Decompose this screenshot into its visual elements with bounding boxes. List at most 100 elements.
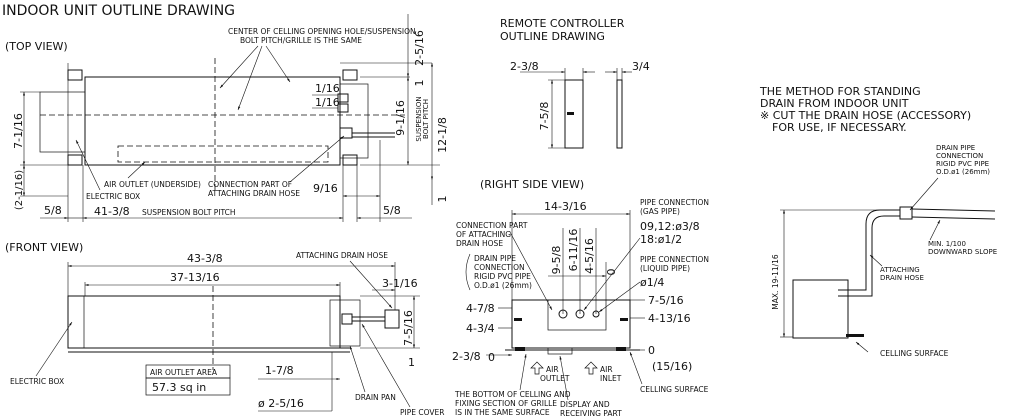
top-electric-box [39, 91, 86, 153]
suspension-bolt-pitch-label: SUSPENSION BOLT PITCH [142, 208, 236, 217]
method-dp-label-4: O.D.ø1 (26mm) [936, 168, 990, 176]
remote-title-2: OUTLINE DRAWING [500, 30, 605, 43]
bracket-icon [67, 69, 83, 81]
method-attach-label-2: DRAIN HOSE [880, 274, 924, 282]
right-unit-body [511, 299, 631, 349]
right-view-title: (RIGHT SIDE VIEW) [480, 178, 584, 191]
attaching-drain-hose [384, 309, 400, 329]
remote-controller-drawing: REMOTE CONTROLLER OUTLINE DRAWING 2-3/8 … [500, 17, 650, 149]
bracket-icon [342, 154, 358, 166]
air-outlet-label-1: AIR [546, 365, 559, 374]
main-title: INDOOR UNIT OUTLINE DRAWING [2, 3, 235, 19]
front-attach-drain-hose-label: ATTACHING DRAIN HOSE [296, 251, 388, 260]
right-drain-pipe-label-2: CONNECTION [474, 263, 525, 272]
top-unit-body [84, 76, 341, 166]
dim-2-1-16: (2-1/16) [14, 170, 25, 210]
liquid-pipe-label-3: ø1/4 [640, 276, 664, 289]
connection-part-label-1: CONNECTION PART OF [208, 180, 292, 189]
suspension-label: SUSPENSION [415, 96, 423, 141]
method-title-1: THE METHOD FOR STANDING [759, 85, 921, 98]
air-outlet-dashed [117, 145, 329, 163]
gas-pipe-label-4: 18:ø1/2 [640, 233, 682, 246]
top-note-line1: CENTER OF CELLING OPENING HOLE/SUSPENSIO… [228, 27, 416, 36]
drain-method-drawing: THE METHOD FOR STANDING DRAIN FROM INDOO… [759, 85, 997, 358]
right-drain-pipe-label-3: RIGID PVC PIPE [474, 272, 531, 281]
method-max-label: MAX. 19-11/16 [771, 254, 780, 310]
dim-9-16: 9/16 [313, 182, 338, 195]
connection-part-label-2: ATTACHING DRAIN HOSE [208, 189, 300, 198]
dim-3-4-remote: 3/4 [632, 60, 650, 73]
gas-pipe-label-1: PIPE CONNECTION [640, 198, 709, 207]
air-inlet-label-1: AIR [600, 365, 613, 374]
dim-5-8-left: 5/8 [44, 204, 62, 217]
top-pipe-box [339, 83, 369, 159]
remote-side [616, 79, 623, 149]
front-unit-body [67, 295, 341, 349]
display-label-2: RECEIVING PART [560, 409, 622, 418]
display-label-1: DISPLAY AND [560, 400, 610, 409]
dim-1-16-b: 1/16 [315, 96, 340, 109]
bottom-note-2: FIXING SECTION OF GRILLE [455, 399, 557, 408]
dim-37-13-16: 37-13/16 [170, 271, 220, 284]
dim-4-5-16: 4-5/16 [583, 238, 596, 274]
air-inlet-arrow-icon [584, 361, 598, 375]
dim-7-5-16-front: 7-5/16 [402, 310, 415, 346]
dim-7-5-16-right: 7-5/16 [648, 294, 684, 307]
dim-1-7-8: 1-7/8 [265, 364, 294, 377]
method-attach-label-1: ATTACHING [880, 266, 920, 274]
dim-7-5-8-remote: 7-5/8 [538, 102, 551, 131]
liquid-pipe-label-1: PIPE CONNECTION [640, 255, 709, 264]
dim-41-3-8: 41-3/8 [94, 205, 130, 218]
method-ceiling-label: CELLING SURFACE [880, 349, 949, 358]
front-electric-box-label: ELECTRIC BOX [10, 377, 64, 386]
method-title-2: DRAIN FROM INDOOR UNIT [760, 97, 909, 110]
method-note-2: FOR USE, IF NECESSARY. [772, 121, 907, 134]
dim-1-16-a: 1/16 [315, 82, 340, 95]
right-ceiling-label: CELLING SURFACE [640, 385, 709, 394]
remote-front [564, 79, 584, 149]
dim-3-1-16: 3-1/16 [382, 277, 418, 290]
air-inlet-label-2: INLET [600, 374, 622, 383]
right-conn-label-2: OF ATTACHING [456, 230, 511, 239]
dim-0-top: 0 [605, 269, 618, 276]
dim-4-7-8: 4-7/8 [466, 302, 495, 315]
bottom-note-1: THE BOTTOM OF CELLING AND [454, 390, 571, 399]
right-drain-pipe-label-1: DRAIN PIPE [474, 254, 516, 263]
slope-label-2: DOWNWARD SLOPE [928, 248, 997, 256]
method-dp-label-3: RIGID PVC PIPE [936, 160, 989, 168]
dim-4-13-16: 4-13/16 [648, 312, 691, 325]
dim-5-8-right: 5/8 [383, 204, 401, 217]
hose-joint-icon [899, 206, 913, 220]
right-conn-label-1: CONNECTION PART [456, 221, 528, 230]
right-drain-pipe-label-4: O.D.ø1 (26mm) [474, 281, 532, 290]
front-electric-box [67, 295, 85, 349]
method-indoor-unit [792, 279, 849, 339]
dim-43-3-8: 43-3/8 [187, 252, 223, 265]
dim-dia-2-5-16: ø 2-5/16 [258, 397, 304, 410]
air-outlet-arrow-icon [530, 361, 544, 375]
air-outlet-area-value: 57.3 sq in [152, 381, 206, 394]
right-side-view: (RIGHT SIDE VIEW) 14-3/16 9-5/8 6-11/16 … [452, 178, 709, 418]
dim-6-11-16: 6-11/16 [567, 229, 580, 272]
method-dp-label-2: CONNECTION [936, 152, 983, 160]
bolt-pitch-label: BOLT PITCH [422, 99, 430, 139]
drain-pan-label: DRAIN PAN [355, 393, 396, 402]
top-electric-box-label: ELECTRIC BOX [86, 192, 140, 201]
right-pipe-panel [547, 299, 607, 331]
air-outlet-area-label: AIR OUTLET AREA [150, 368, 218, 377]
air-outlet-label-2: OUTLET [540, 374, 570, 383]
top-view-title: (TOP VIEW) [5, 40, 68, 53]
dim-0-left: 0 [488, 351, 495, 364]
dim-1-front: 1 [408, 356, 415, 369]
slope-label-1: MIN. 1/100 [928, 240, 966, 248]
bottom-note-3: IS IN THE SAME SURFACE [455, 408, 550, 417]
top-view: 2-5/16 9-1/16 SUSPENSION BOLT PITCH 12-1… [12, 14, 449, 222]
gas-pipe-label-2: (GAS PIPE) [640, 207, 680, 216]
dim-2-3-8-remote: 2-3/8 [510, 60, 539, 73]
dim-9-1-16: 9-1/16 [394, 100, 407, 136]
dim-1-right-upper: 1 [413, 80, 426, 87]
remote-title-1: REMOTE CONTROLLER [500, 17, 625, 30]
top-note-line2: BOLT PITCH/GRILLE IS THE SAME [240, 36, 362, 45]
drain-pan [329, 299, 361, 347]
